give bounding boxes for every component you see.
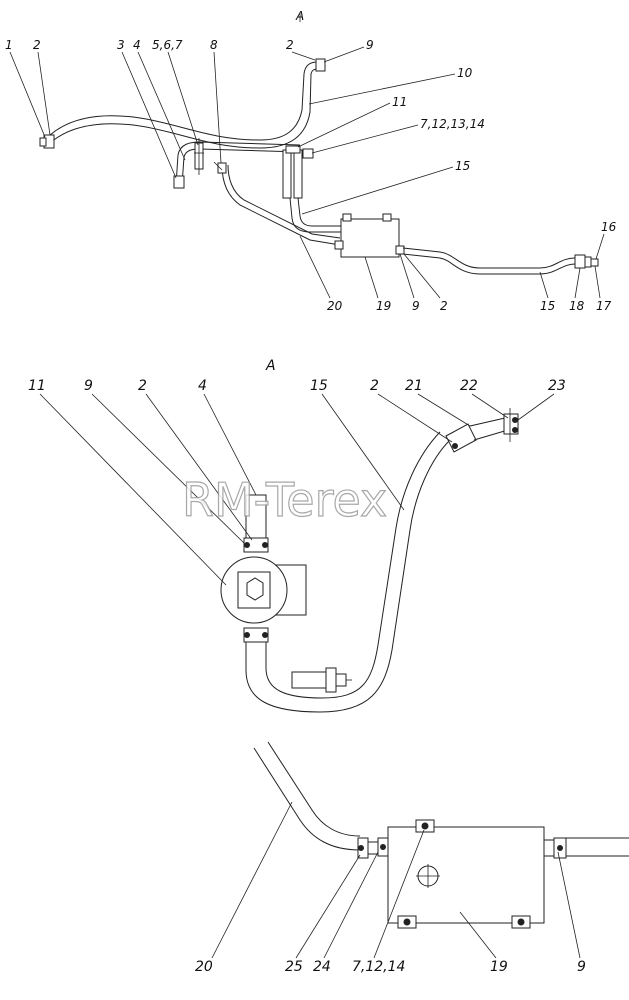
b-label-25: 25 (285, 959, 303, 975)
b-label-9: 9 (577, 959, 586, 975)
a-label-21: 21 (405, 378, 423, 394)
a-label-11: 11 (28, 378, 46, 394)
watermark: RM-Terex (182, 473, 387, 527)
label-2b: 2 (286, 38, 294, 52)
overview-drawing: A (39, 9, 599, 275)
label-15b: 15 (540, 299, 555, 313)
label-3: 3 (117, 38, 125, 52)
label-20a: 20 (327, 299, 343, 313)
bottom-detail-labels: 20 25 24 7,12,14 19 9 (195, 801, 586, 975)
label-5-6-7: 5,6,7 (152, 38, 183, 52)
b-label-19: 19 (490, 959, 508, 975)
a-label-9: 9 (84, 378, 93, 394)
view-a-drawing: A (220, 358, 519, 713)
b-label-24: 24 (313, 959, 331, 975)
overview-labels: 1 2 3 4 5,6,7 8 2 9 10 11 7,12,13,14 15 … (5, 38, 617, 313)
label-11: 11 (392, 95, 407, 109)
label-9a: 9 (366, 38, 374, 52)
label-19: 19 (376, 299, 391, 313)
a-label-4: 4 (198, 378, 207, 394)
label-15a: 15 (455, 159, 470, 173)
label-8: 8 (210, 38, 218, 52)
view-a-labels: 11 9 2 4 15 2 21 22 23 (28, 378, 566, 586)
label-7-12-13-14: 7,12,13,14 (420, 117, 485, 131)
b-label-7-12-14: 7,12,14 (352, 959, 405, 975)
label-18: 18 (569, 299, 585, 313)
label-10: 10 (457, 66, 473, 80)
label-2c: 2 (440, 299, 448, 313)
a-label-2b: 2 (370, 378, 379, 394)
view-a-title: A (265, 358, 276, 374)
label-16: 16 (601, 220, 617, 234)
a-label-22: 22 (460, 378, 478, 394)
label-4: 4 (133, 38, 141, 52)
a-label-15: 15 (310, 378, 328, 394)
a-label-23: 23 (548, 378, 566, 394)
label-17: 17 (596, 299, 612, 313)
label-2a: 2 (33, 38, 41, 52)
label-1: 1 (5, 38, 13, 52)
b-label-20: 20 (195, 959, 213, 975)
a-label-2a: 2 (138, 378, 147, 394)
bottom-detail-drawing (253, 741, 629, 929)
label-9b: 9 (412, 299, 420, 313)
